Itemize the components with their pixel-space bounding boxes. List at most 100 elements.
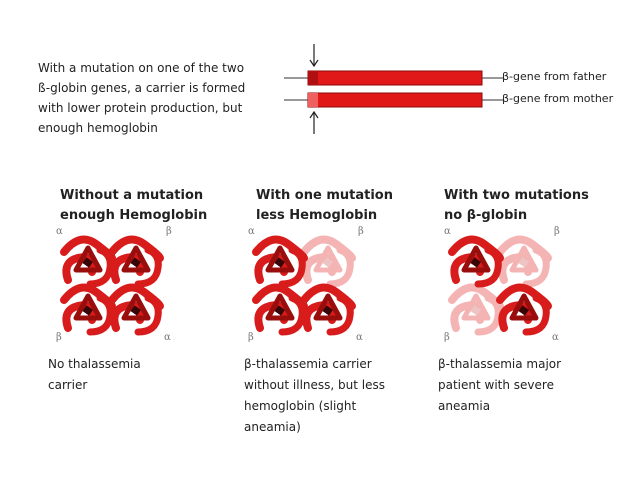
heme-group [274,257,285,268]
helix-loop [265,245,295,273]
caption-line: β-thalassemia carrier [244,357,372,371]
helix-loop [509,293,539,321]
subunit-label-bl: β [444,332,450,343]
father-gene-label: β-gene from father [502,70,607,83]
panel-caption: β-thalassemia carrier without illness, b… [244,354,385,438]
heme-group [82,257,93,268]
subunit-label-br: α [356,332,363,343]
globin-subunit-tl [448,235,504,288]
intro-line: ß-globin genes, a carrier is formed [38,81,246,95]
globin-subunit-br [496,283,552,336]
subunit-label-tl: α [56,226,63,237]
helix-ribbon [522,294,550,336]
mother-gene-bar [307,92,483,108]
panel-caption: No thalassemia carrier [48,354,141,396]
helix-ribbon [522,246,550,288]
subunit-label-tr: β [554,226,560,237]
helix-ribbon [86,246,114,288]
panel-caption: β-thalassemia major patient with severe … [438,354,561,417]
intro-line: With a mutation on one of the two [38,61,245,75]
heme-group [130,257,141,268]
hemoglobin-tetramer-icon: α β β α [444,226,560,343]
globin-subunit-tr [108,235,164,288]
helix-ribbon [134,246,162,288]
down-arrow-icon [309,44,319,68]
subunit-label-tl: α [444,226,451,237]
helix-ribbon [134,294,162,336]
hemoglobin-tetramer-icon: α β β α [56,226,172,343]
panel-one-mutation: With one mutation less Hemoglobin [256,186,446,226]
heme-group [518,305,529,316]
helix-ribbon [278,246,306,288]
mother-gene-label: β-gene from mother [502,92,614,105]
heme-group [322,305,333,316]
caption-line: hemoglobin (slight [244,399,357,413]
heme-group [82,305,93,316]
globin-subunit-tr [496,235,552,288]
caption-line: aneamia) [244,420,301,434]
heme-group [518,257,529,268]
heme-group [274,305,285,316]
hemoglobin-figure-3: α β β α [436,224,566,350]
globin-subunit-tl [60,235,116,288]
helix-ribbon [278,294,306,336]
heme-group [322,257,333,268]
caption-line: carrier [48,378,88,392]
subunit-label-br: α [552,332,559,343]
subunit-label-br: α [164,332,171,343]
caption-line: No thalassemia [48,357,141,371]
helix-loop [313,245,343,273]
panel-title: With two mutations [444,188,589,203]
panel-no-mutation: Without a mutation enough Hemoglobin [60,186,250,226]
globin-subunit-br [300,283,356,336]
helix-loop [265,293,295,321]
heme-group [470,305,481,316]
panel-title: enough Hemoglobin [60,208,208,223]
father-mutation-mark [308,71,318,85]
helix-ribbon [86,294,114,336]
panel-title: With one mutation [256,188,393,203]
panel-title: less Hemoglobin [256,208,378,223]
caption-line: patient with severe [438,378,554,392]
subunit-label-tr: β [166,226,172,237]
helix-ribbon [326,294,354,336]
hemoglobin-figure-2: α β β α [240,224,370,350]
intro-text: With a mutation on one of the two ß-glob… [38,58,288,138]
caption-line: without illness, but less [244,378,386,392]
intro-line: enough hemoglobin [38,121,158,135]
heme-group [470,257,481,268]
subunit-label-bl: β [248,332,254,343]
helix-loop [121,245,151,273]
helix-loop [73,293,103,321]
subunit-label-tr: β [358,226,364,237]
subunit-label-bl: β [56,332,62,343]
up-arrow-icon [309,110,319,134]
helix-loop [509,245,539,273]
helix-loop [461,245,491,273]
panel-title: no β-globin [444,208,528,223]
globin-subunit-bl [60,283,116,336]
helix-loop [313,293,343,321]
heme-group [130,305,141,316]
helix-loop [461,293,491,321]
panel-title: Without a mutation [60,188,204,203]
mother-normal-mark [308,93,318,107]
hemoglobin-figure-1: α β β α [48,224,178,350]
hemoglobin-tetramer-icon: α β β α [248,226,364,343]
helix-ribbon [474,246,502,288]
helix-ribbon [474,294,502,336]
helix-ribbon [326,246,354,288]
helix-loop [121,293,151,321]
subunit-label-tl: α [248,226,255,237]
panel-two-mutations: With two mutations no β-globin [444,186,634,226]
caption-line: aneamia [438,399,491,413]
globin-subunit-br [108,283,164,336]
caption-line: β-thalassemia major [438,357,562,371]
intro-line: with lower protein production, but [38,101,243,115]
gene-bars-svg [284,44,504,134]
globin-subunit-tl [252,235,308,288]
gene-diagram: β-gene from father β-gene from mother [280,40,630,140]
globin-subunit-bl [252,283,308,336]
globin-subunit-bl [448,283,504,336]
helix-loop [73,245,103,273]
